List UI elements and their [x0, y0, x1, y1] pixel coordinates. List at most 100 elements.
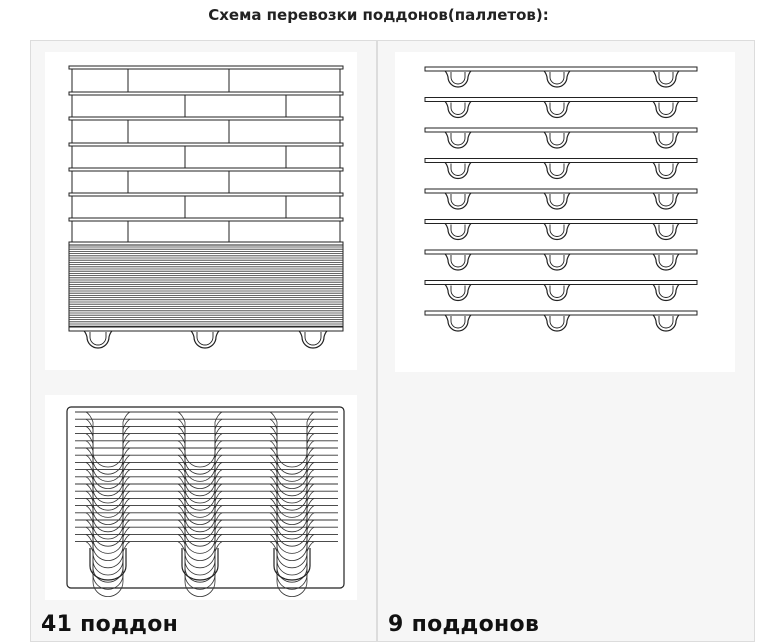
- pallet-leg: [543, 314, 571, 332]
- pallet-leg-inner: [658, 163, 674, 176]
- nested-pallet-leg: [177, 433, 223, 489]
- nested-pallet-leg: [85, 440, 131, 497]
- pallet-leg-inner: [549, 194, 565, 207]
- pallet-leg: [444, 284, 472, 302]
- pallet-leg-inner: [549, 163, 565, 176]
- pallet-deck: [424, 310, 698, 316]
- pallet-leg: [444, 70, 472, 88]
- pallet-deck: [424, 188, 698, 194]
- nested-pallet-leg: [177, 498, 223, 554]
- nested-pallet-leg: [177, 476, 223, 533]
- pallet-leg-inner: [549, 316, 565, 329]
- pallet-leg: [190, 330, 220, 349]
- nested-pallet-leg: [85, 454, 131, 511]
- nested-pallet-leg: [85, 519, 131, 576]
- nested-pallet-leg: [85, 476, 131, 533]
- nested-pallet-leg: [85, 534, 131, 590]
- nested-pallet-leg: [177, 505, 223, 561]
- nested-pallet-leg: [269, 498, 315, 554]
- pallet-deck: [424, 66, 698, 72]
- nested-pallet-leg: [85, 433, 131, 489]
- pallet-leg-inner: [549, 285, 565, 298]
- pallet-leg-inner: [196, 332, 214, 346]
- nested-pallet-leg: [177, 512, 223, 569]
- brick-divider-bar: [68, 167, 344, 172]
- pallet-leg-inner: [658, 102, 674, 115]
- pallet-leg: [652, 101, 680, 119]
- pallet-leg: [543, 70, 571, 88]
- brick-divider-bar: [68, 116, 344, 121]
- nested-pallet-leg: [269, 462, 315, 518]
- pallet-leg: [298, 330, 328, 349]
- pallet-leg: [652, 70, 680, 88]
- nested-pallet-leg: [269, 418, 315, 475]
- pallet-leg: [444, 253, 472, 271]
- pallet-leg-inner: [658, 194, 674, 207]
- brick-divider-bar: [68, 142, 344, 147]
- nested-pallet-leg: [85, 447, 131, 504]
- nested-pallet-leg: [177, 534, 223, 590]
- pallet-leg: [652, 223, 680, 241]
- stacked-pallet: [424, 249, 698, 271]
- nested-pallet-leg: [85, 418, 131, 475]
- nested-pallet-leg: [269, 440, 315, 497]
- nested-pallet-leg: [177, 418, 223, 475]
- pallet-leg: [543, 223, 571, 241]
- nested-pallet-leg: [269, 469, 315, 525]
- nested-pallet-leg: [85, 411, 131, 468]
- stacked-pallet: [424, 310, 698, 332]
- nested-pallet-leg: [177, 454, 223, 511]
- pallet-leg-inner: [450, 163, 466, 176]
- stacked-pallet: [424, 280, 698, 302]
- nested-bottom-leg: [181, 548, 219, 581]
- nested-pallet-leg: [269, 490, 315, 547]
- stacked-pallet: [424, 127, 698, 149]
- pallet-leg-inner: [450, 72, 466, 85]
- pallet-leg-inner: [450, 102, 466, 115]
- pallet-leg: [83, 330, 113, 349]
- pallet-leg: [444, 162, 472, 180]
- nested-pallet-leg: [177, 426, 223, 482]
- pallet-leg-inner: [658, 224, 674, 237]
- pallet-leg: [652, 284, 680, 302]
- pallet-leg-inner: [549, 72, 565, 85]
- brick-divider-bar: [68, 65, 344, 70]
- pallet-leg: [652, 131, 680, 149]
- brick-divider-bar: [68, 217, 344, 222]
- hatched-block: [68, 244, 344, 328]
- stacked-pallet: [424, 158, 698, 180]
- nested-pallet-leg: [85, 505, 131, 561]
- pallet-leg: [543, 131, 571, 149]
- pallet-deck: [424, 158, 698, 163]
- brick-divider-bar: [68, 192, 344, 197]
- nested-pallet-leg: [269, 505, 315, 561]
- stacked-pallet: [424, 188, 698, 210]
- nested-pallet-leg: [269, 454, 315, 511]
- nested-pallet-leg: [85, 490, 131, 547]
- pallet-leg-inner: [304, 332, 322, 346]
- pallet-leg-inner: [658, 133, 674, 146]
- nested-pallet-leg: [177, 490, 223, 547]
- nested-pallet-leg: [85, 426, 131, 482]
- pallet-leg-inner: [658, 255, 674, 268]
- nested-pallet-leg: [269, 512, 315, 569]
- nested-pallet-leg: [177, 483, 223, 540]
- nested-bottom-leg: [89, 548, 127, 581]
- pallet-leg-inner: [450, 133, 466, 146]
- nested-pallet-leg: [269, 476, 315, 533]
- pallet-leg: [652, 314, 680, 332]
- nested-pallet-leg: [85, 483, 131, 540]
- nested-pallet-leg: [269, 426, 315, 482]
- nested-pallet-leg: [269, 447, 315, 504]
- pallet-leg-inner: [549, 255, 565, 268]
- pallet-leg-inner: [658, 285, 674, 298]
- pallet-leg: [543, 101, 571, 119]
- pallet-deck: [424, 280, 698, 285]
- nested-pallet-leg: [269, 433, 315, 489]
- nested-pallet-leg: [269, 483, 315, 540]
- pallet-leg: [652, 162, 680, 180]
- pallet-leg: [444, 101, 472, 119]
- pallet-leg: [652, 192, 680, 210]
- panel-caption-9: 9 поддонов: [388, 612, 540, 637]
